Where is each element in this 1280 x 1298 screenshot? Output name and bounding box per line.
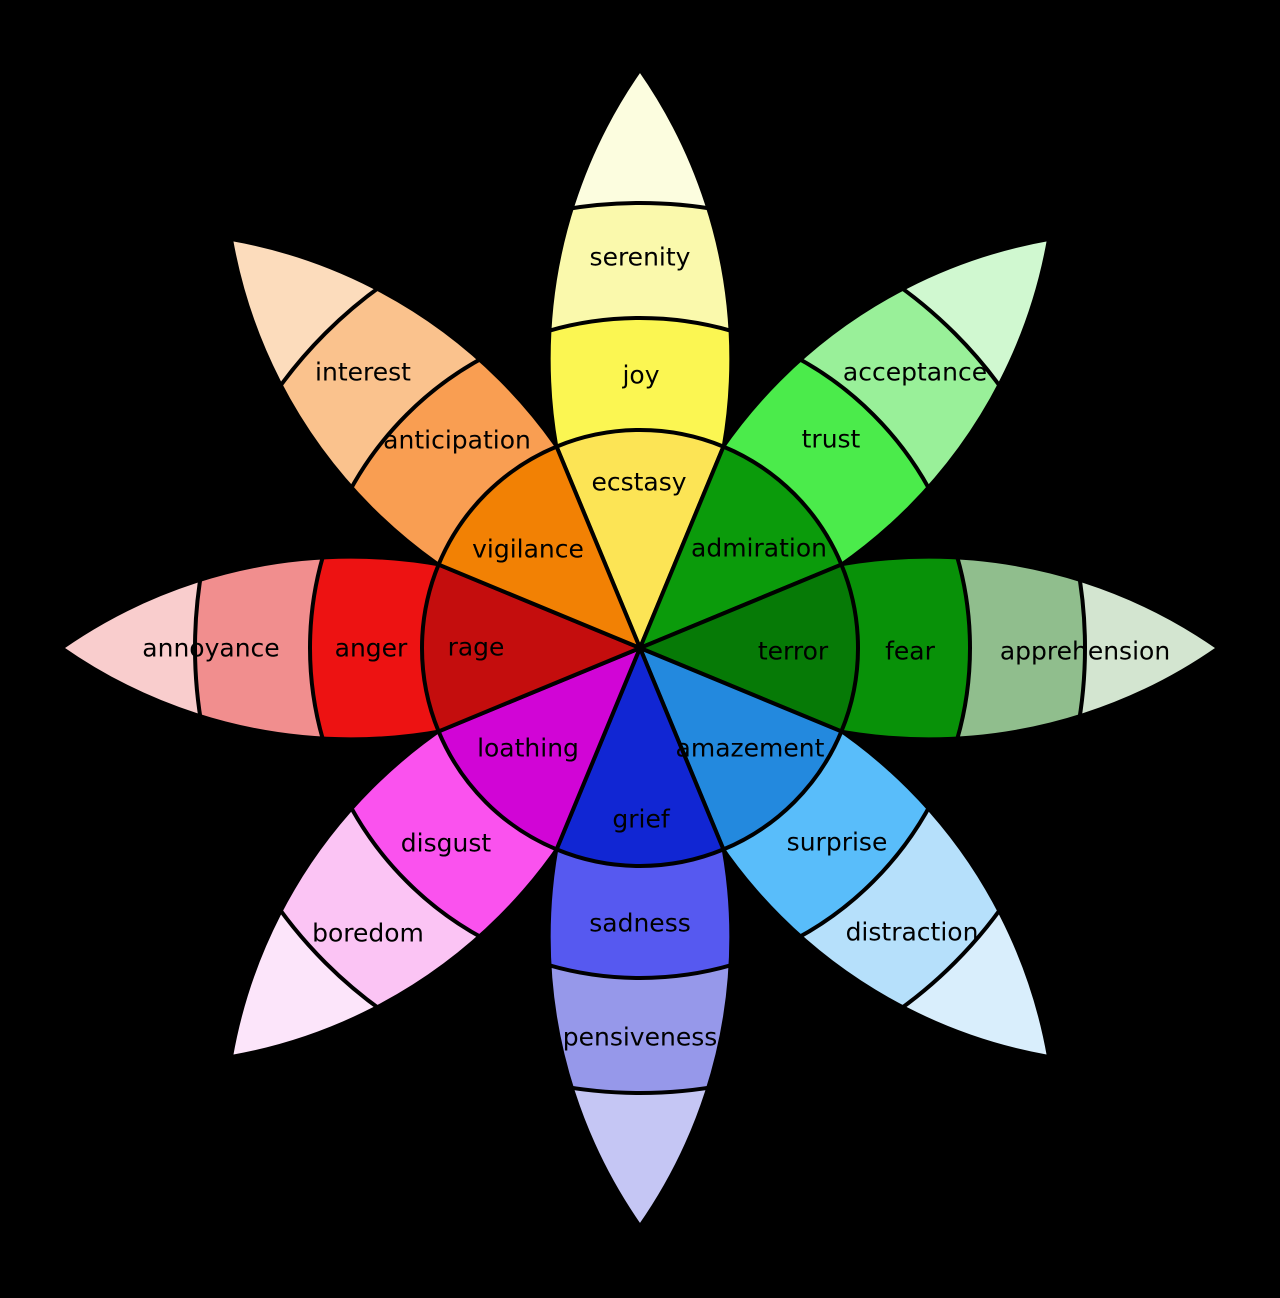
segment-rage (419, 562, 642, 734)
band-divider-mild (575, 583, 1087, 1095)
label-loathing: loathing (477, 734, 579, 763)
band-divider-mid (575, 315, 972, 713)
label-anger: anger (335, 634, 408, 663)
label-apprehension: apprehension (1000, 637, 1170, 666)
segment-terror (638, 562, 861, 734)
label-grief: grief (612, 805, 670, 834)
label-interest: interest (315, 358, 411, 387)
label-distraction: distraction (846, 918, 979, 947)
band-divider-mild (575, 200, 1087, 713)
label-sadness: sadness (589, 909, 691, 938)
band-divider-mid (307, 583, 705, 980)
label-trust: trust (802, 425, 861, 454)
band-divider-mild (640, 556, 1087, 740)
segment-vigilance (436, 444, 642, 650)
band-divider-mild (193, 556, 640, 740)
band-divider-mid (548, 316, 732, 648)
label-annoyance: annoyance (142, 634, 279, 663)
label-acceptance: acceptance (843, 358, 987, 387)
label-pensiveness: pensiveness (563, 1023, 718, 1052)
label-boredom: boredom (312, 919, 424, 948)
segment-ecstasy (554, 427, 726, 650)
label-fear: fear (885, 637, 936, 666)
band-divider-mid (308, 556, 640, 740)
segment-grief (554, 646, 726, 869)
band-divider-mild (192, 583, 705, 1095)
band-divider-mild (192, 200, 705, 713)
band-divider-mid (640, 556, 972, 740)
center-wedges-layer (419, 427, 861, 869)
segment-amazement (638, 646, 844, 852)
band-divider-mid (548, 648, 732, 980)
label-terror: terror (758, 637, 829, 666)
label-surprise: surprise (787, 828, 888, 857)
label-amazement: amazement (676, 734, 825, 763)
band-divider-mid (575, 583, 972, 980)
label-anticipation: anticipation (383, 426, 531, 455)
label-admiration: admiration (691, 534, 827, 563)
label-ecstasy: ecstasy (591, 468, 686, 497)
labels-layer: ecstasy joy serenity admiration trust accepta… (142, 243, 1170, 1052)
segment-loathing (436, 646, 642, 852)
band-divider-mid (307, 315, 705, 713)
band-divider-mild (548, 201, 732, 648)
label-serenity: serenity (590, 243, 691, 272)
label-rage: rage (448, 633, 505, 662)
segment-admiration (638, 444, 844, 650)
band-divider-mild (548, 648, 732, 1095)
label-disgust: disgust (401, 829, 492, 858)
label-joy: joy (621, 361, 659, 390)
label-vigilance: vigilance (472, 535, 584, 564)
